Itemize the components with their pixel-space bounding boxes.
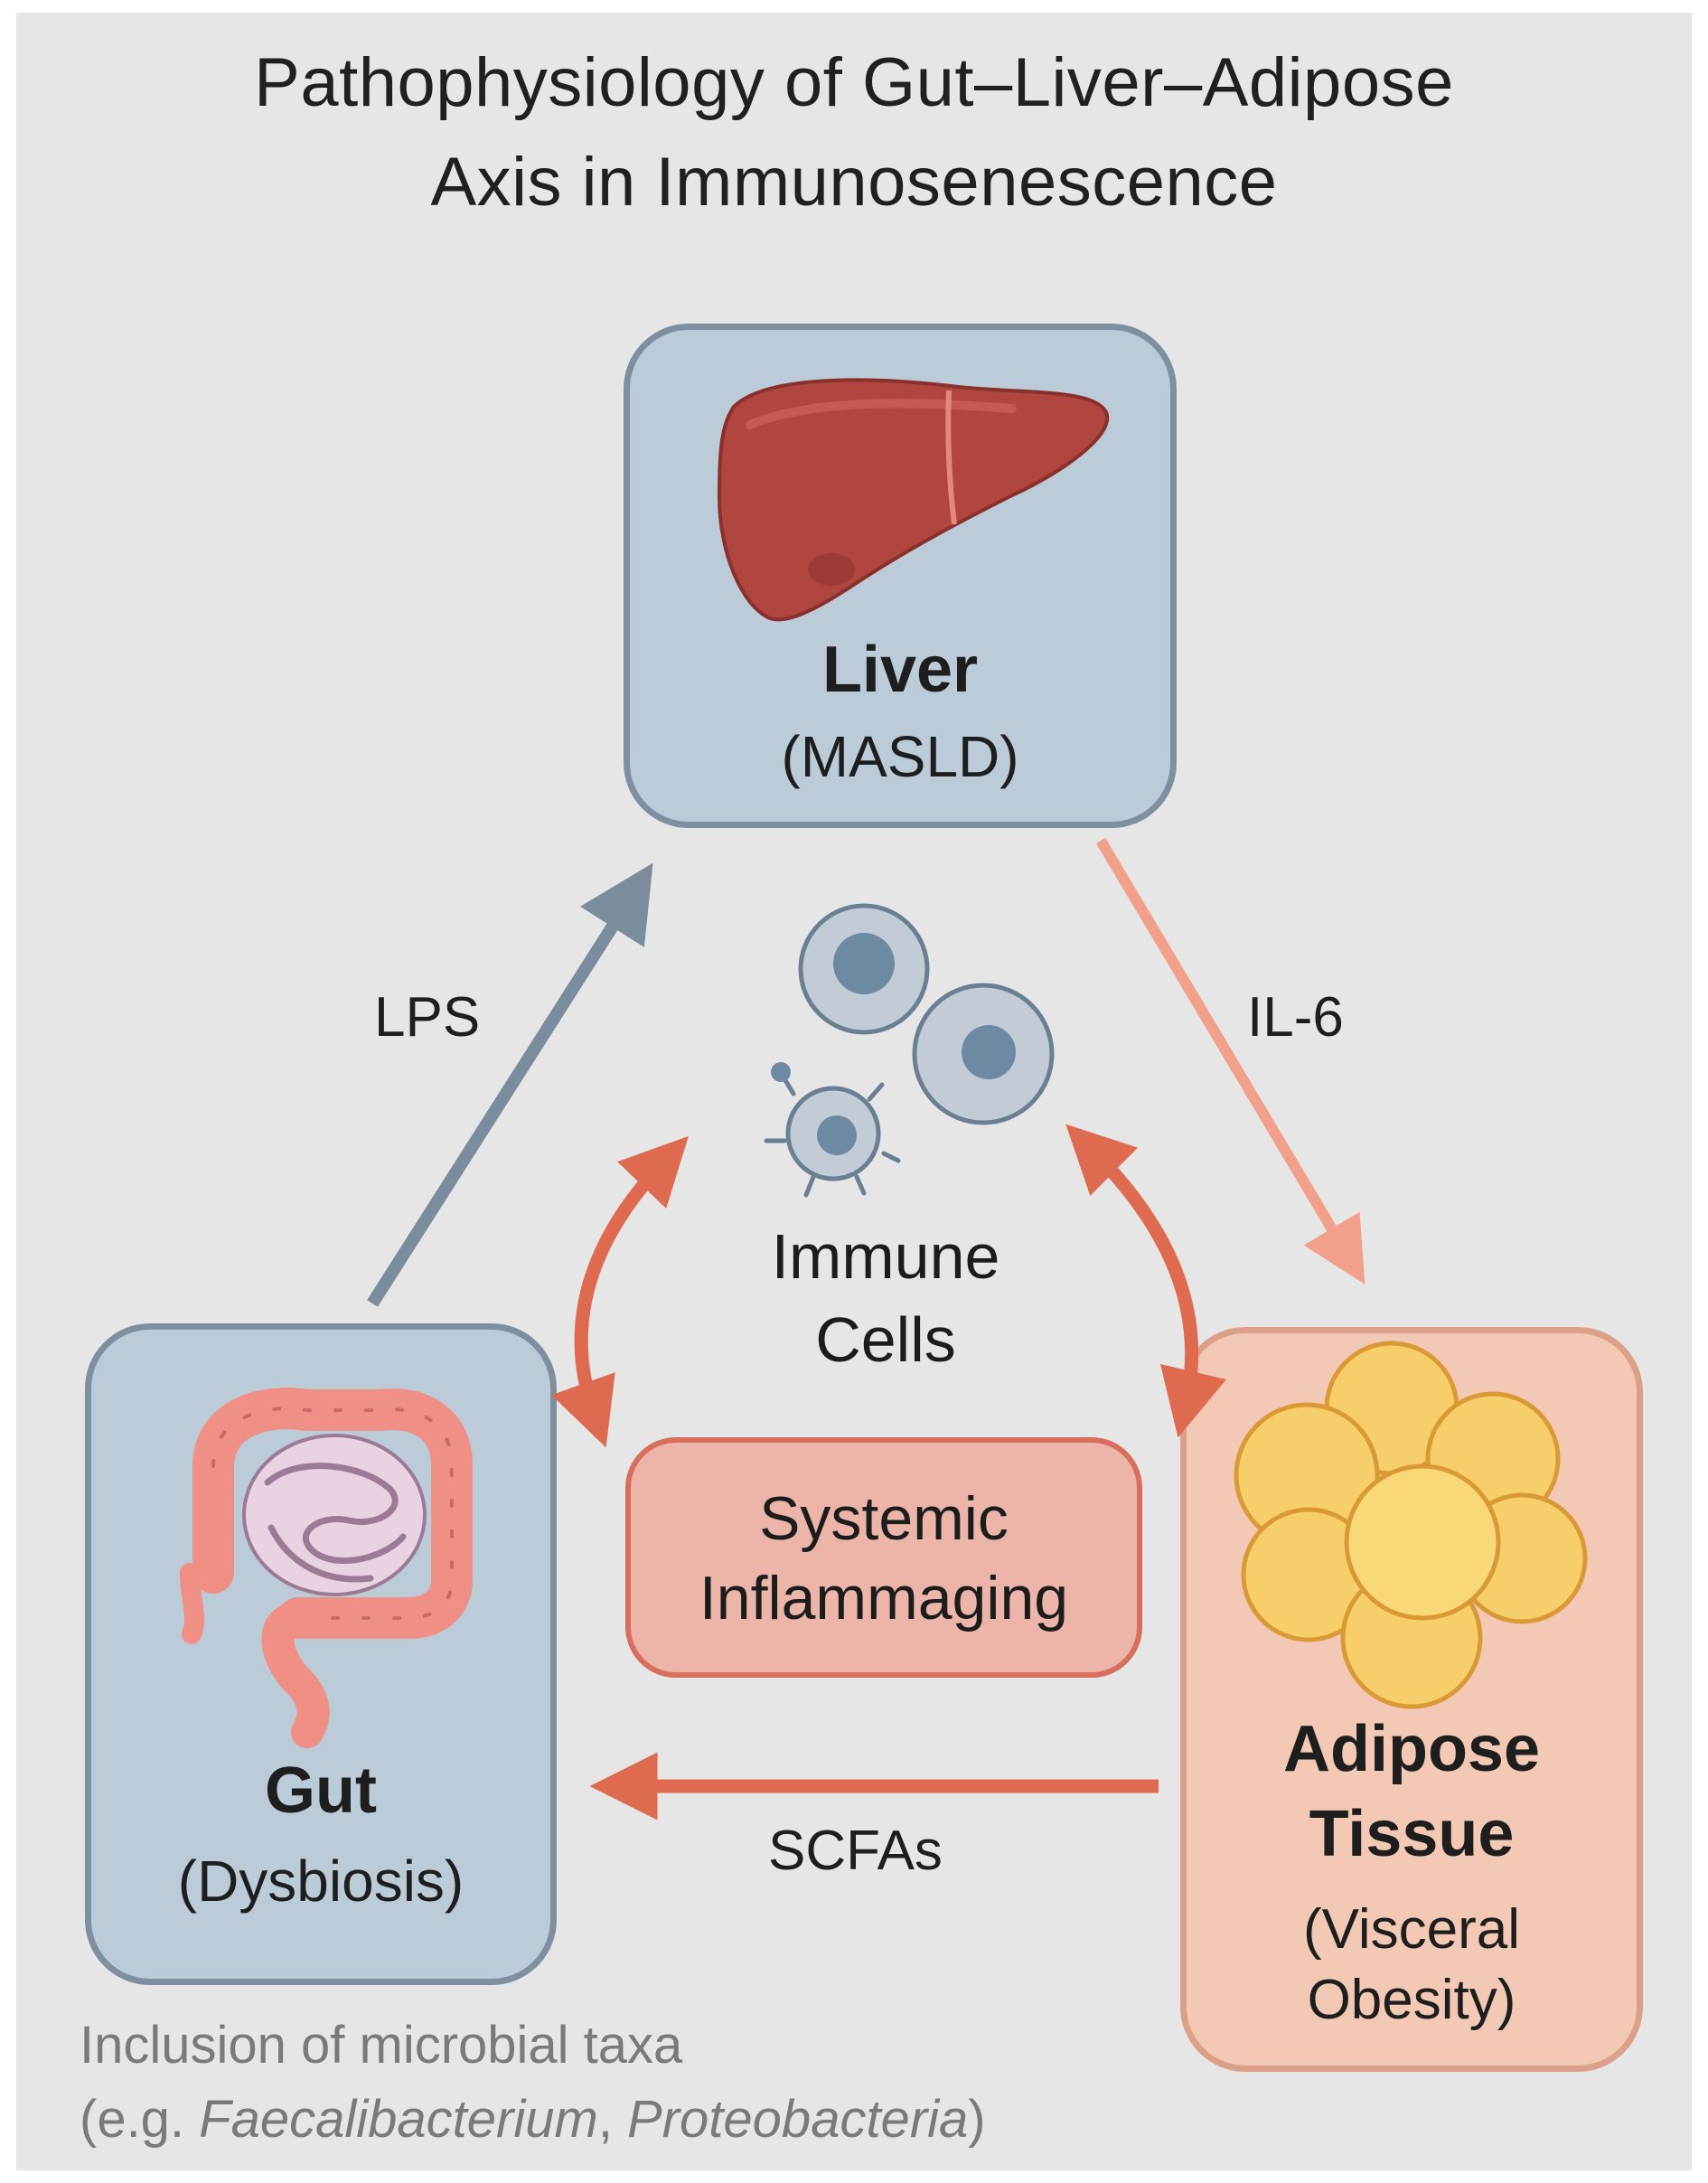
footnote-line-2: (e.g. Faecalibacterium, Proteobacteria): [80, 2083, 986, 2157]
inflammaging-box: [625, 1437, 1142, 1678]
immune-cells-label: Immune Cells: [705, 1215, 1066, 1381]
il6-label: IL-6: [1247, 986, 1344, 1049]
immune-label-line-2: Cells: [815, 1304, 956, 1375]
fat-cells-icon: [1234, 1341, 1588, 1709]
right-bidirectional-arrow: [1065, 1124, 1227, 1438]
inflammaging-label-line-1: Systemic: [759, 1484, 1009, 1553]
footnote-suffix: ): [968, 2090, 986, 2149]
lps-arrow: [367, 862, 653, 1307]
immune-label-line-1: Immune: [771, 1221, 1000, 1292]
left-bidirectional-arrow: [551, 1135, 689, 1448]
inflammaging-label-line-2: Inflammaging: [699, 1564, 1069, 1633]
inflammaging-label: Systemic Inflammaging: [625, 1479, 1142, 1638]
title-line-1: Pathophysiology of Gut–Liver–Adipose: [254, 44, 1454, 121]
title-line-2: Axis in Immunosenescence: [430, 144, 1278, 221]
taxon-proteobacteria: Proteobacteria: [627, 2090, 969, 2149]
footnote: Inclusion of microbial taxa (e.g. Faecal…: [80, 2009, 986, 2157]
adipose-label-line-1: Adipose: [1282, 1713, 1541, 1785]
taxon-faecalibacterium: Faecalibacterium: [199, 2090, 598, 2149]
adipose-sublabel-line-1: (Visceral: [1302, 1898, 1521, 1961]
footnote-separator: ,: [597, 2090, 628, 2149]
liver-icon: [717, 378, 1110, 622]
immune-cells-icon: [764, 903, 1055, 1198]
il6-arrow: [1095, 837, 1365, 1284]
gut-label: Gut: [265, 1755, 377, 1827]
footnote-prefix: (e.g.: [80, 2090, 200, 2149]
footnote-line-1: Inclusion of microbial taxa: [80, 2016, 683, 2075]
liver-label: Liver: [821, 634, 979, 706]
gut-box: [85, 1323, 557, 1985]
gut-sublabel: (Dysbiosis): [177, 1849, 465, 1914]
adipose-sublabel: (Visceral Obesity): [1180, 1895, 1643, 2036]
liver-sublabel: (MASLD): [781, 724, 1019, 789]
scfa-label: SCFAs: [768, 1820, 943, 1882]
lps-label: LPS: [374, 986, 481, 1049]
adipose-label-line-2: Tissue: [1309, 1798, 1515, 1870]
adipose-label: Adipose Tissue: [1180, 1707, 1643, 1877]
intestine-icon: [180, 1388, 473, 1748]
adipose-sublabel-line-2: Obesity): [1307, 1969, 1516, 2031]
